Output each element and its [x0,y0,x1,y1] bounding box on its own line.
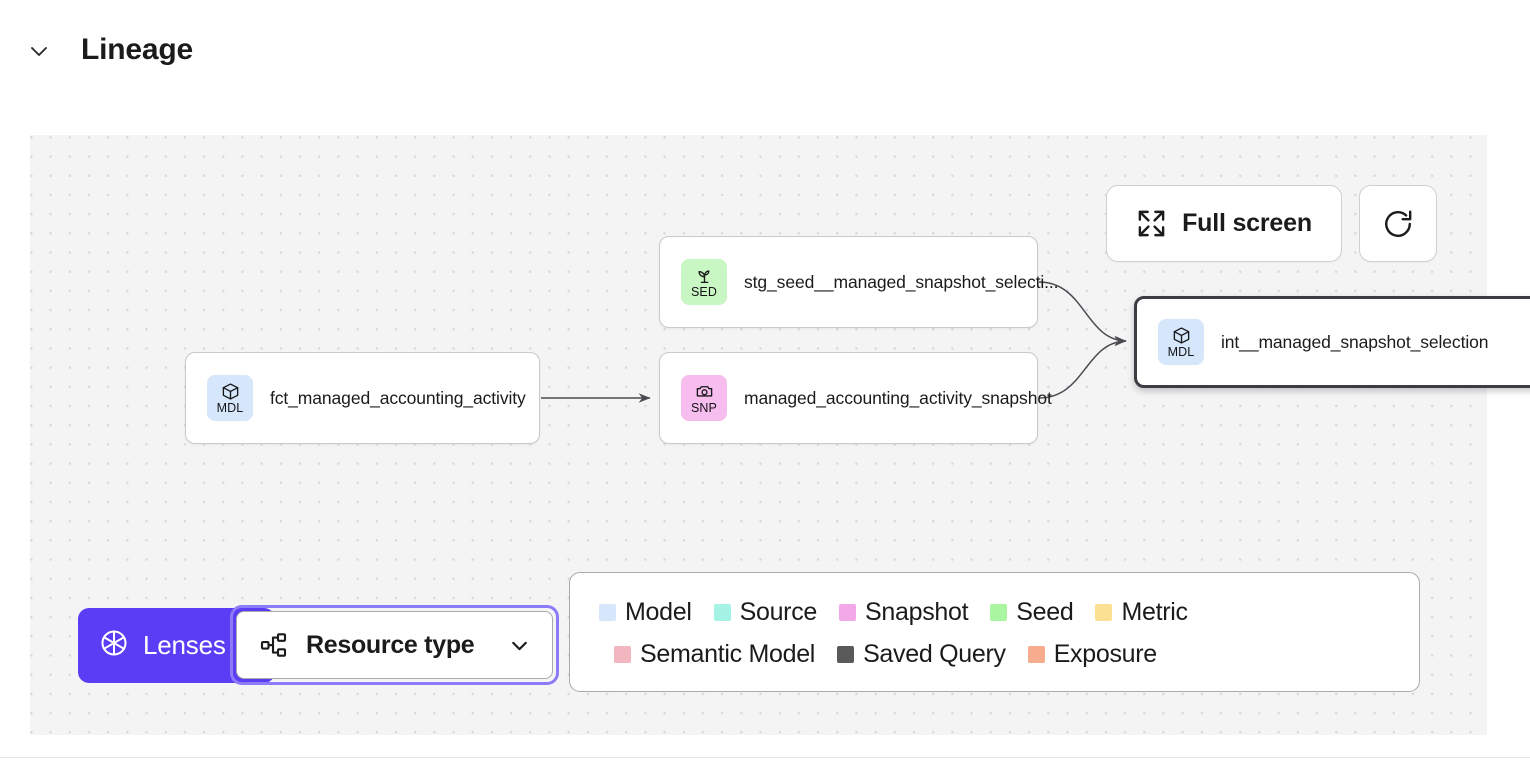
legend-item-semantic-model: Semantic Model [614,640,815,669]
legend-row-primary: Model Source Snapshot Seed Metric [570,591,1419,633]
node-type-code: SED [691,286,717,299]
node-type-badge-snp: SNP [681,375,727,421]
legend-item-snapshot: Snapshot [839,598,968,627]
lineage-node-fct-managed-accounting-activity[interactable]: MDL fct_managed_accounting_activity [185,352,540,444]
legend-item-metric: Metric [1095,598,1187,627]
node-type-badge-sed: SED [681,259,727,305]
aperture-icon [99,628,129,663]
node-type-code: MDL [1168,346,1195,359]
legend-label: Metric [1121,598,1187,627]
full-screen-label: Full screen [1182,209,1312,238]
lineage-node-label: fct_managed_accounting_activity [270,388,526,409]
lineage-node-label: int__managed_snapshot_selection [1221,332,1488,353]
legend-label: Seed [1016,598,1073,627]
legend-item-exposure: Exposure [1028,640,1157,669]
expand-arrows-icon [1136,208,1167,239]
legend-swatch-seed [990,604,1007,621]
legend-swatch-semantic-model [614,646,631,663]
legend-label: Exposure [1054,640,1157,669]
legend-label: Saved Query [863,640,1006,669]
lineage-node-managed-accounting-activity-snapshot[interactable]: SNP managed_accounting_activity_snapshot [659,352,1038,444]
resource-type-focus-ring: Resource type [230,605,559,685]
refresh-button[interactable] [1359,185,1437,262]
legend-swatch-saved-query [837,646,854,663]
legend-label: Semantic Model [640,640,815,669]
legend-item-source: Source [714,598,817,627]
lineage-node-stg-seed-managed-snapshot-selection[interactable]: SED stg_seed__managed_snapshot_selecti..… [659,236,1038,328]
lineage-canvas[interactable]: Full screen MDL fct_managed_accounti [30,135,1487,735]
resource-type-dropdown[interactable]: Resource type [236,611,553,679]
node-type-badge-mdl: MDL [207,375,253,421]
bottom-separator [0,757,1530,758]
page-title: Lineage [81,32,193,68]
chevron-down-icon [507,633,532,658]
legend-swatch-source [714,604,731,621]
sprout-icon [695,266,714,285]
node-type-code: MDL [217,402,244,415]
legend-swatch-snapshot [839,604,856,621]
legend-swatch-exposure [1028,646,1045,663]
resource-type-label: Resource type [306,631,490,660]
legend-label: Snapshot [865,598,968,627]
legend-item-model: Model [599,598,692,627]
legend-item-seed: Seed [990,598,1073,627]
cube-icon [221,382,240,401]
full-screen-button[interactable]: Full screen [1106,185,1342,262]
refresh-icon [1381,207,1415,241]
lineage-node-label: stg_seed__managed_snapshot_selecti... [744,272,1058,293]
legend-label: Model [625,598,692,627]
chevron-down-icon[interactable] [26,38,52,64]
lineage-node-label: managed_accounting_activity_snapshot [744,388,1052,409]
lineage-section-header: Lineage [0,0,1530,100]
node-type-code: SNP [691,402,717,415]
hierarchy-icon [259,630,289,660]
canvas-toolbar: Full screen [1106,185,1437,262]
legend-label: Source [740,598,817,627]
legend-row-secondary: Semantic Model Saved Query Exposure [570,633,1419,675]
camera-icon [695,382,714,401]
lineage-node-int-managed-snapshot-selection[interactable]: MDL int__managed_snapshot_selection [1134,296,1530,388]
lineage-legend: Model Source Snapshot Seed Metric S [569,572,1420,692]
node-type-badge-mdl: MDL [1158,319,1204,365]
cube-icon [1172,326,1191,345]
legend-item-saved-query: Saved Query [837,640,1006,669]
edge-snapshot-to-int [1039,341,1126,398]
legend-swatch-metric [1095,604,1112,621]
lineage-bottom-controls: Lenses Resource type [78,605,559,685]
lenses-label: Lenses [143,630,226,661]
legend-swatch-model [599,604,616,621]
